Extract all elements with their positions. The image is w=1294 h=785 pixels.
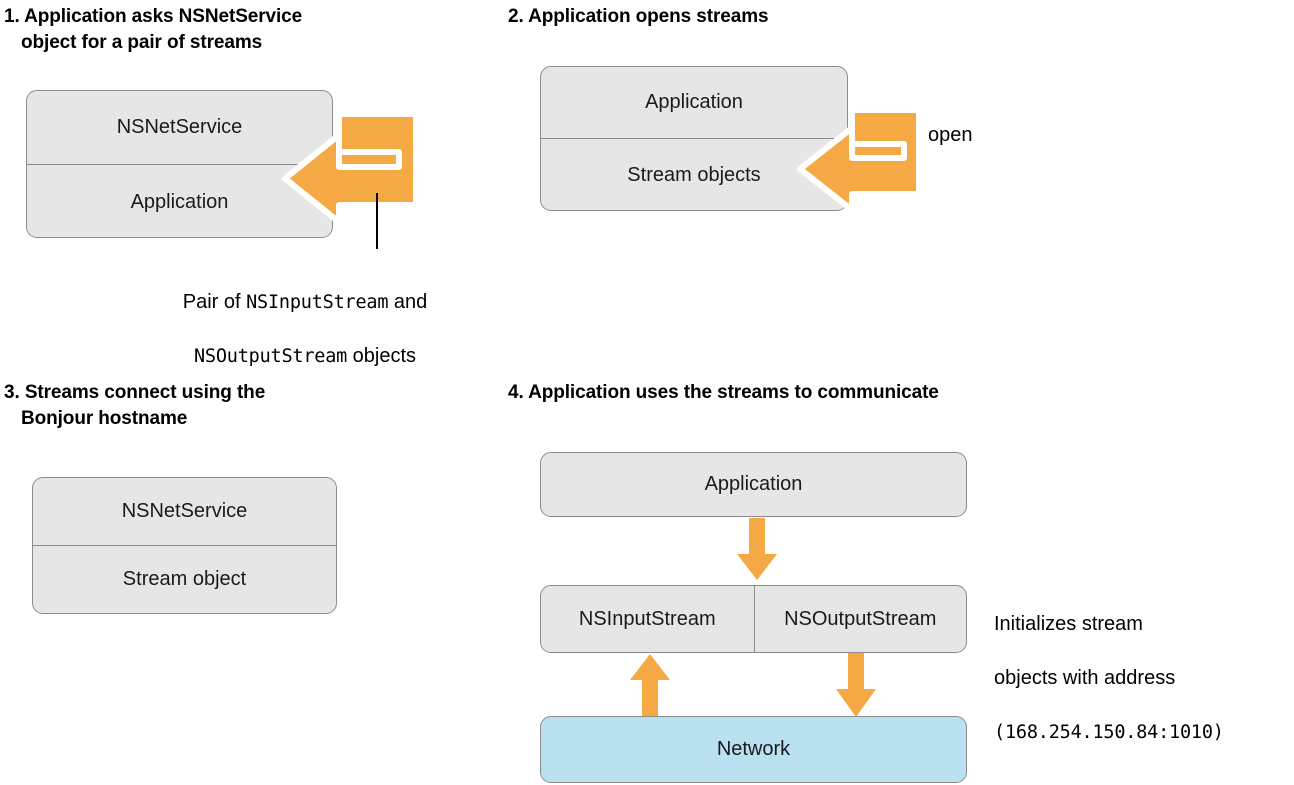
panel-1-caption: Pair of NSInputStream and NSOutputStream… [140,262,470,397]
panel-1-caption-line-1: Pair of NSInputStream and [182,291,428,313]
panel-1-hook-arrow [282,111,419,225]
panel-2-hook-arrow [797,107,923,213]
panel-1-caption-line-2: NSOutputStream objects [193,345,417,367]
panel-1-caption-leader [376,193,378,249]
panel-2-cell-application: Application [645,91,743,113]
panel-4-heading: 4. Application uses the streams to commu… [508,382,939,403]
panel-2-stack: Application Stream objects [540,66,848,211]
panel-4-annotation-line-1: Initializes stream [994,613,1143,635]
panel-4-arrow-application-to-streams [735,518,779,583]
panel-1-cell-application: Application [27,164,332,237]
panel-4-annotation-line-2: objects with address [994,667,1176,689]
panel-1-heading: 1. Application asks NSNetService object … [4,6,303,53]
panel-3-cell-nsnetservice: NSNetService [121,500,248,522]
panel-4-cell-nsinputstream: NSInputStream [578,607,716,630]
panel-4-annotation-address: (168.254.150.84:1010) [994,722,1224,743]
panel-4-streams-row: NSInputStream NSOutputStream [541,586,966,652]
panel-2-open-label: open [928,124,973,146]
panel-1-cell-nsnetservice: NSNetService [116,116,243,138]
panel-4-annotation: Initializes stream objects with address … [994,584,1294,773]
panel-4-arrow-network-to-input [628,653,672,718]
panel-3-stack: NSNetService Stream object [32,477,337,614]
panel-4-network-box: Network [540,716,967,783]
panel-4-arrow-output-to-network [834,653,878,718]
panel-4-streams-box: NSInputStream NSOutputStream [540,585,967,653]
panel-4-cell-nsoutputstream: NSOutputStream [753,586,967,652]
panel-4-application-box: Application [540,452,967,517]
panel-4-cell-network: Network [716,738,791,760]
panel-4-cell-application: Application [704,473,803,495]
panel-2-cell-stream-objects: Stream objects [541,138,847,210]
panel-1-stack: NSNetService Application [26,90,333,238]
panel-3-cell-stream-object: Stream object [33,545,336,613]
panel-2-heading: 2. Application opens streams [508,6,769,27]
panel-3-heading: 3. Streams connect using the Bonjour hos… [4,382,266,429]
